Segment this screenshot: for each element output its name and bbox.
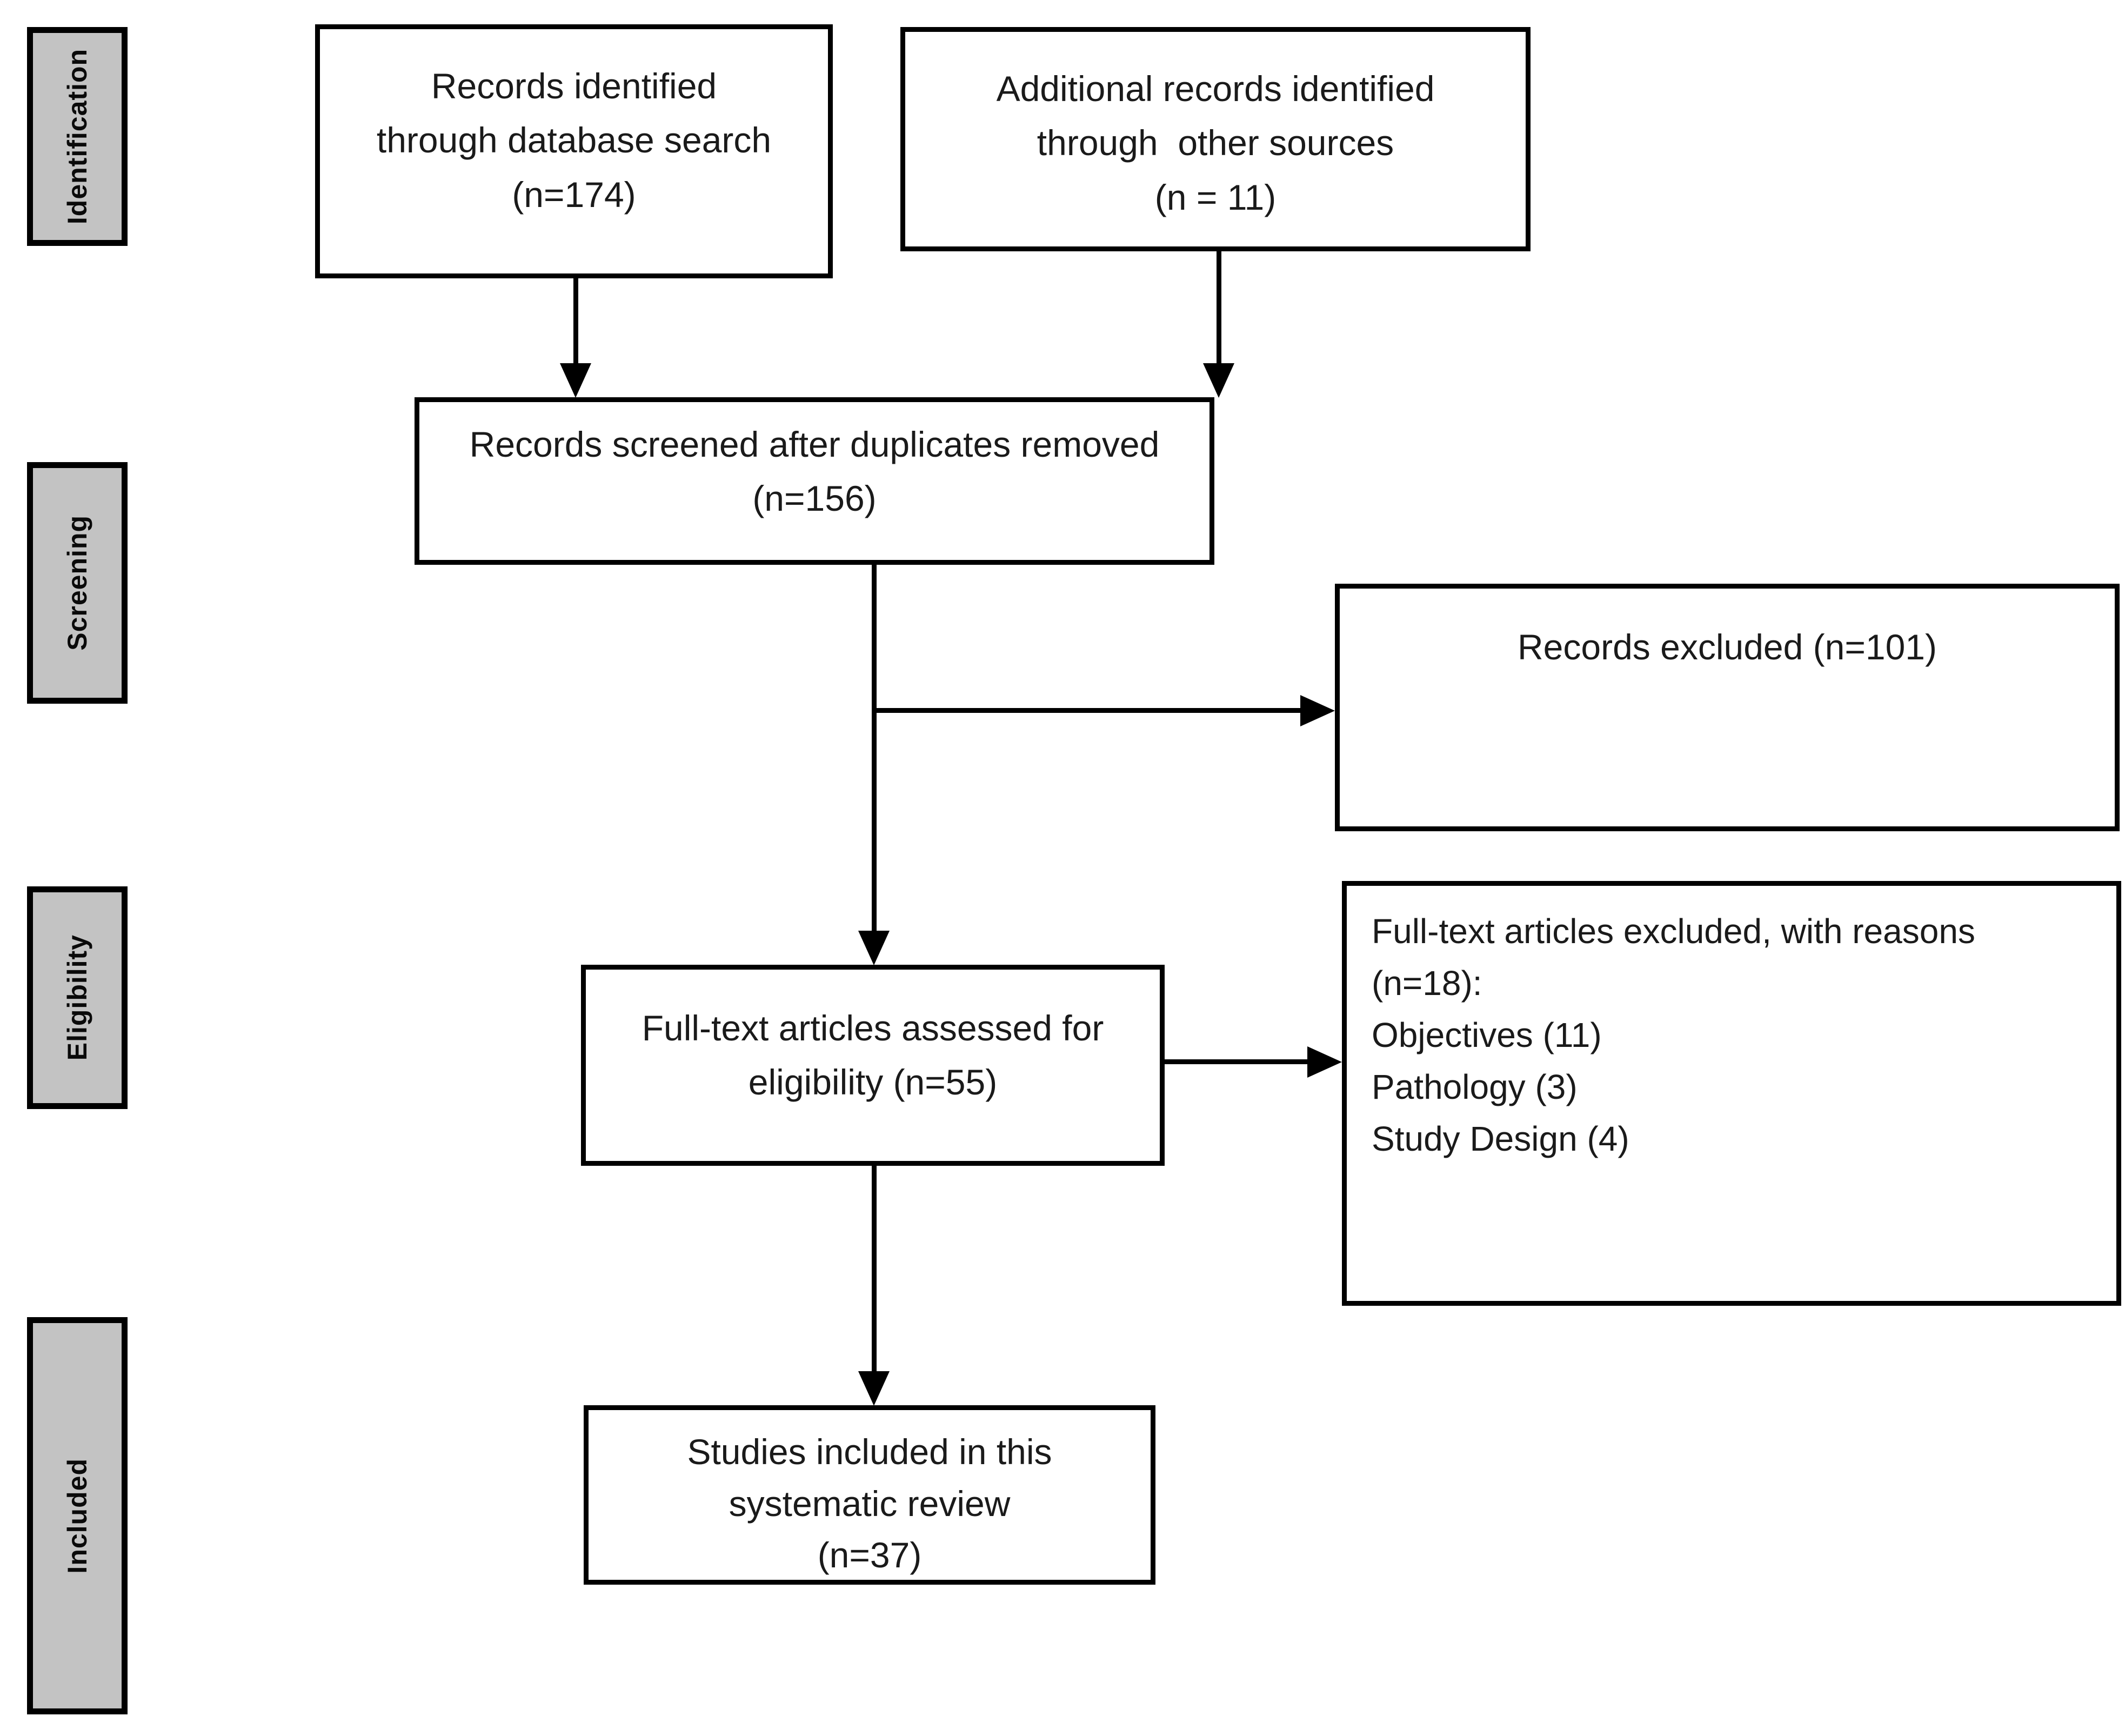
arrow-screened-to-excluded-line xyxy=(872,708,1301,713)
box-fulltext-excluded: Full-text articles excluded, with reason… xyxy=(1342,881,2121,1306)
stage-screening-label: Screening xyxy=(62,515,92,651)
box-text-line: Records excluded (n=101) xyxy=(1518,627,1937,667)
box-text-line: through database search xyxy=(376,120,772,161)
box-records-screened: Records screened after duplicates remove… xyxy=(415,397,1214,565)
box-text-line: Additional records identified xyxy=(996,69,1435,109)
box-text-line: (n = 11) xyxy=(1154,177,1277,217)
stage-included-label: Included xyxy=(62,1458,92,1574)
arrow-screened-to-fulltext-line xyxy=(872,564,877,932)
box-text-line: (n=18): xyxy=(1372,964,1482,1003)
box-records-excluded: Records excluded (n=101) xyxy=(1335,584,2120,831)
box-text-line: systematic review xyxy=(729,1483,1011,1524)
box-text-line: eligibility (n=55) xyxy=(748,1062,998,1103)
stage-eligibility: Eligibility xyxy=(27,886,128,1109)
box-text-line: Full-text articles excluded, with reason… xyxy=(1372,912,1975,951)
box-text-line: Records identified xyxy=(431,66,717,106)
arrow-database-to-screened-line xyxy=(573,278,578,365)
stage-screening: Screening xyxy=(27,462,128,704)
arrowhead-down-icon xyxy=(560,363,591,398)
box-text-line: Full-text articles assessed for xyxy=(641,1008,1104,1048)
box-text-line: Records screened after duplicates remove… xyxy=(469,424,1160,464)
stage-identification: Identification xyxy=(27,27,128,246)
box-text-line: (n=37) xyxy=(817,1535,922,1575)
arrowhead-right-icon xyxy=(1300,695,1335,726)
arrowhead-down-icon xyxy=(858,931,890,965)
box-text-line: Objectives (11) xyxy=(1372,1016,1602,1054)
stage-identification-label: Identification xyxy=(62,48,92,225)
stage-included: Included xyxy=(27,1317,128,1714)
arrowhead-right-icon xyxy=(1307,1046,1342,1078)
box-additional-records: Additional records identified through ot… xyxy=(900,27,1531,251)
box-text-line: (n=174) xyxy=(512,174,636,215)
box-text-line: (n=156) xyxy=(752,478,877,519)
box-text-line: Study Design (4) xyxy=(1372,1119,1629,1158)
stage-eligibility-label: Eligibility xyxy=(62,934,92,1061)
box-records-identified-database: Records identified through database sear… xyxy=(315,24,833,278)
arrow-fulltext-to-included-line xyxy=(872,1165,877,1372)
box-text-line: Pathology (3) xyxy=(1372,1067,1578,1106)
box-fulltext-assessed: Full-text articles assessed for eligibil… xyxy=(581,965,1165,1166)
arrow-fulltext-to-excluded-line xyxy=(1164,1059,1308,1064)
box-studies-included: Studies included in this systematic revi… xyxy=(584,1405,1155,1585)
arrow-sources-to-screened-line xyxy=(1217,251,1221,365)
arrowhead-down-icon xyxy=(1203,363,1234,398)
box-text-line: through other sources xyxy=(1037,123,1394,163)
box-text-line: Studies included in this xyxy=(687,1432,1052,1472)
arrowhead-down-icon xyxy=(858,1371,890,1406)
